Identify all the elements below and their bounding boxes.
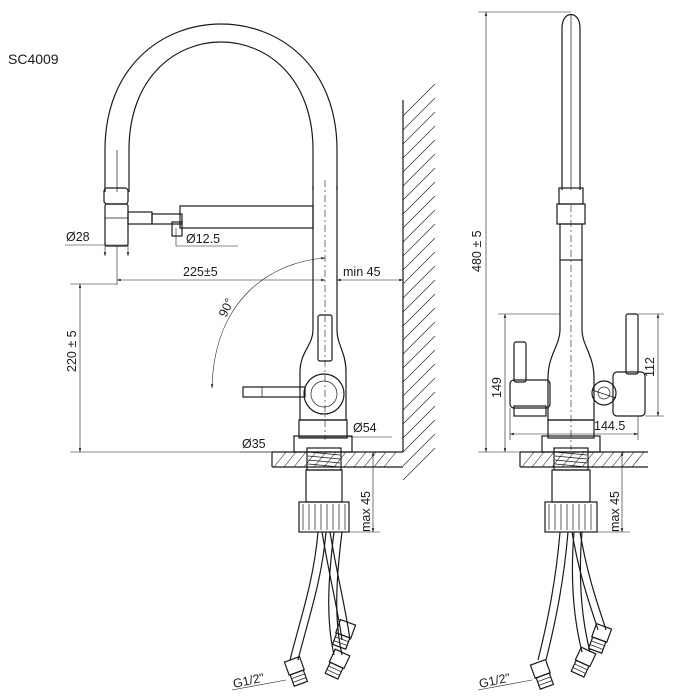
front-view: Ø28 Ø12.5 225±5 min 45 90° 220 ± 5 Ø54 — [65, 23, 436, 691]
wall-hatch-line — [402, 293, 436, 327]
wall-hatch-line — [402, 363, 436, 397]
spout-arc — [104, 23, 338, 192]
thread-line — [307, 455, 341, 460]
wall-hatch-line — [402, 307, 436, 341]
thread-line — [554, 463, 588, 468]
wall-hatch-line — [402, 139, 436, 173]
side-supply-hoses — [529, 531, 613, 690]
dim-total-height: 480 ± 5 — [470, 230, 484, 272]
wall-hatch-line — [402, 321, 436, 355]
thread-line — [554, 451, 588, 456]
counter-hatch-line — [353, 451, 367, 468]
thread-line — [307, 451, 341, 456]
hose-fitting — [324, 648, 351, 680]
counter-hatch-line — [293, 451, 307, 468]
model-title: SC4009 — [8, 51, 59, 67]
wall-hatch-line — [402, 125, 436, 159]
dim-side-max-thickness: max 45 — [608, 491, 622, 532]
side-spout — [547, 13, 595, 450]
wall — [402, 83, 436, 481]
dim-thread: G1/2" — [232, 671, 266, 691]
dim-spray-diameter: Ø12.5 — [186, 232, 220, 246]
hose-fitting — [570, 646, 597, 678]
counter-hatch-line — [631, 451, 645, 468]
dim-max-thickness: max 45 — [359, 491, 373, 532]
wall-hatch-line — [402, 209, 436, 243]
dim-reach: 225±5 — [183, 265, 218, 279]
thread-line — [307, 463, 341, 468]
side-right-handle — [591, 313, 646, 417]
wall-hatch-line — [402, 153, 436, 187]
dim-filter-handle-height: 112 — [643, 357, 657, 377]
front-dimensions: Ø28 Ø12.5 225±5 min 45 90° 220 ± 5 Ø54 — [65, 228, 403, 691]
swivel-arc — [210, 257, 326, 389]
hose-fitting — [587, 622, 613, 654]
side-view: 480 ± 5 149 112 144.5 max 45 G1/2" — [470, 11, 664, 691]
counter — [271, 451, 403, 468]
counter-hatch-line — [601, 451, 615, 468]
supply-hoses — [283, 531, 357, 687]
wall-hatch-line — [402, 181, 436, 215]
counter-hatch-line — [333, 451, 347, 468]
wall-hatch-line — [402, 391, 436, 425]
counter-hatch-line — [531, 451, 545, 468]
wall-hatch-line — [402, 419, 436, 453]
dim-handle-height: 149 — [490, 377, 504, 398]
counter-hatch-line — [273, 451, 287, 468]
counter-hatch-line — [541, 451, 555, 468]
wall-hatch-line — [402, 97, 436, 131]
wall-hatch-line — [402, 195, 436, 229]
dim-spout-tip-diameter: Ø28 — [66, 230, 90, 244]
counter-hatch-line — [363, 451, 377, 468]
wall-hatch-line — [402, 83, 436, 117]
wall-hatch-line — [402, 223, 436, 257]
hose-fitting — [331, 618, 357, 650]
side-threaded-shank — [544, 447, 598, 533]
counter-hatch-line — [373, 451, 387, 468]
counter-hatch-line — [343, 451, 357, 468]
faucet-body — [242, 180, 353, 453]
wall-hatch-line — [402, 167, 436, 201]
side-left-handle — [509, 341, 551, 417]
wall-hatch-line — [402, 237, 436, 271]
counter-hatch-line — [383, 451, 397, 468]
thread-line — [554, 459, 588, 464]
counter-hatch-line — [621, 451, 635, 468]
hose-fitting — [283, 655, 309, 687]
dim-wall-clearance: min 45 — [343, 265, 381, 279]
wall-hatch-line — [402, 377, 436, 411]
counter-hatch-line — [303, 451, 317, 468]
dim-side-thread: G1/2" — [478, 671, 512, 691]
dim-swivel-angle: 90° — [216, 296, 237, 319]
dim-mount-diameter: Ø35 — [242, 437, 266, 451]
wall-hatch-line — [402, 111, 436, 145]
wall-hatch-line — [402, 265, 436, 299]
counter-hatch-line — [521, 451, 535, 468]
dim-spout-height: 220 ± 5 — [65, 330, 79, 372]
side-dimensions: 480 ± 5 149 112 144.5 max 45 G1/2" — [470, 11, 664, 691]
counter-hatch-line — [283, 451, 297, 468]
dim-handle-span: 144.5 — [594, 419, 625, 433]
wall-hatch-line — [402, 251, 436, 285]
wall-hatch-line — [402, 447, 436, 481]
wall-hatch-line — [402, 405, 436, 439]
thread-line — [554, 455, 588, 460]
threaded-shank — [298, 447, 350, 533]
dim-base-diameter: Ø54 — [353, 421, 377, 435]
wall-hatch-line — [402, 335, 436, 369]
wall-hatch-line — [402, 349, 436, 383]
wall-hatch-line — [402, 433, 436, 467]
thread-line — [307, 459, 341, 464]
counter-hatch-line — [591, 451, 605, 468]
side-counter — [519, 451, 648, 468]
hose-fitting — [529, 658, 555, 690]
wall-hatch-line — [402, 279, 436, 313]
